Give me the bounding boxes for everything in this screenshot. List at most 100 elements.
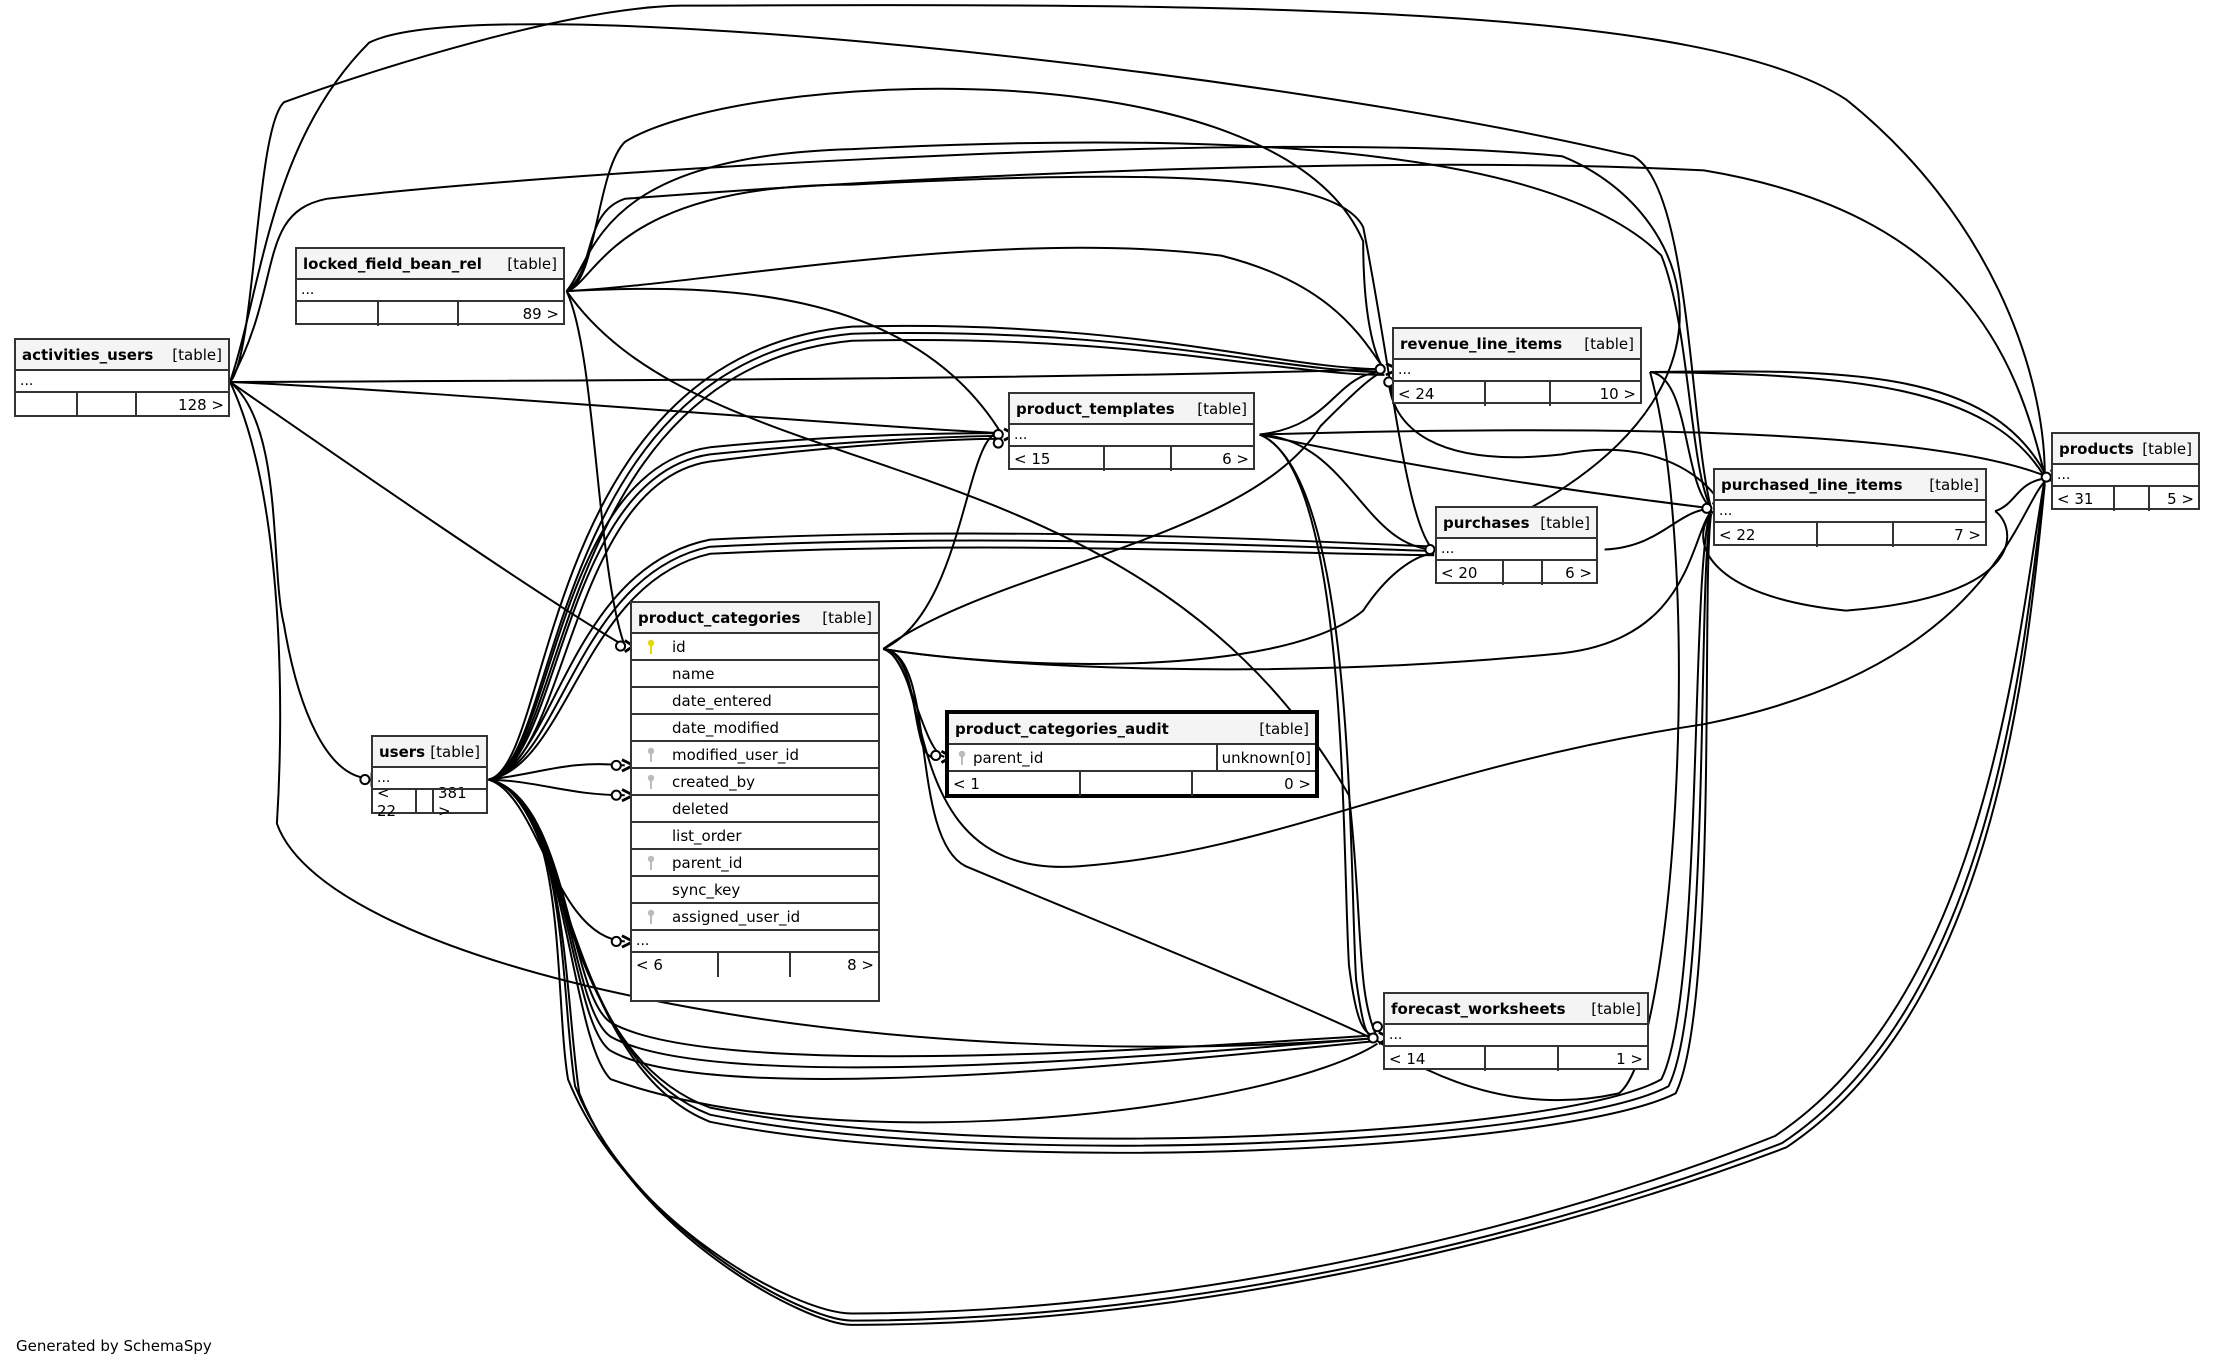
column-name: list_order [672, 826, 742, 845]
edge-users-to-purchases-3 [488, 546, 1435, 781]
parents-count[interactable]: < 20 [1437, 561, 1504, 585]
edge-users-to-revenue-line-items-3 [488, 338, 1385, 781]
children-count[interactable]: 1 > [1616, 1050, 1643, 1068]
columns-ellipsis: ... [373, 768, 486, 790]
column-row[interactable]: date_entered [632, 688, 878, 715]
children-count[interactable]: 0 > [1284, 775, 1311, 793]
parents-count[interactable]: < 1 [949, 772, 1081, 796]
columns-ellipsis: ... [1437, 539, 1596, 561]
table-name[interactable]: product_categories [638, 608, 801, 627]
table-name[interactable]: products [2059, 439, 2134, 458]
column-row[interactable]: id [632, 634, 878, 661]
parents-count[interactable]: < 6 [632, 953, 719, 977]
table-name[interactable]: revenue_line_items [1400, 334, 1563, 353]
table-locked-field-bean-rel[interactable]: locked_field_bean_rel [table] ... 89 > [295, 247, 565, 326]
foreign-key-icon [636, 747, 666, 763]
children-count[interactable]: 5 > [2167, 490, 2194, 508]
column-row[interactable]: parent_id [632, 850, 878, 877]
children-count[interactable]: 128 > [178, 396, 224, 414]
column-row[interactable]: name [632, 661, 878, 688]
edge-activities-users-to-forecast-worksheets [229, 381, 1378, 1048]
children-count[interactable]: 89 > [522, 305, 559, 323]
table-name[interactable]: purchases [1443, 513, 1530, 532]
column-row[interactable]: list_order [632, 823, 878, 850]
column-row[interactable]: created_by [632, 769, 878, 796]
column-row[interactable]: assigned_user_id [632, 904, 878, 931]
table-header: forecast_worksheets [table] [1385, 994, 1647, 1025]
table-products[interactable]: products [table] ... < 31 5 > [2051, 432, 2200, 511]
table-name[interactable]: product_categories_audit [955, 719, 1169, 738]
column-row[interactable]: parent_id unknown[0] [949, 745, 1315, 772]
parents-count[interactable]: < 15 [1010, 447, 1105, 471]
edge-product-templates-to-purchased-line [1259, 433, 1712, 510]
table-name[interactable]: forecast_worksheets [1391, 999, 1566, 1018]
column-row[interactable]: modified_user_id [632, 742, 878, 769]
columns-ellipsis: ... [1394, 360, 1640, 382]
table-footer: < 1 0 > [949, 772, 1315, 796]
parents-count[interactable]: < 14 [1385, 1047, 1486, 1071]
edge-locked-to-purchases [566, 175, 1435, 552]
edge-revenue-to-products [1650, 370, 2046, 474]
edge-activities-users-to-products [229, 4, 2046, 476]
children-count[interactable]: 7 > [1954, 526, 1981, 544]
table-product-templates[interactable]: product_templates [table] ... < 15 6 > [1008, 392, 1255, 471]
edge-revenue-to-purchased-line [1649, 371, 1712, 510]
parents-count[interactable] [16, 393, 78, 417]
table-name[interactable]: purchased_line_items [1721, 475, 1903, 494]
columns-ellipsis: ... [1010, 425, 1253, 447]
column-row[interactable]: deleted [632, 796, 878, 823]
parents-count[interactable]: < 24 [1394, 382, 1486, 406]
edge-users-to-revenue-line-items-2 [488, 331, 1385, 781]
table-purchased-line-items[interactable]: purchased_line_items [table] ... < 22 7 … [1713, 468, 1987, 547]
edge-product-templates-to-revenue [1259, 371, 1385, 436]
table-revenue-line-items[interactable]: revenue_line_items [table] ... < 24 10 > [1392, 327, 1642, 406]
children-count[interactable]: 381 > [438, 784, 467, 820]
children-count[interactable]: 8 > [847, 956, 874, 974]
edge-users-to-forecast-3 [488, 778, 1378, 1080]
table-header: purchased_line_items [table] [1715, 470, 1985, 501]
columns-ellipsis: ... [632, 931, 878, 953]
column-row[interactable]: date_modified [632, 715, 878, 742]
table-kind: [table] [1540, 513, 1590, 532]
table-purchases[interactable]: purchases [table] ... < 20 6 > [1435, 506, 1598, 585]
parents-count[interactable] [297, 302, 379, 326]
table-footer: 89 > [297, 302, 563, 326]
parents-count[interactable]: < 31 [2053, 487, 2115, 511]
table-name[interactable]: product_templates [1016, 399, 1175, 418]
table-kind: [table] [822, 608, 872, 627]
parents-count[interactable]: < 22 [373, 784, 417, 820]
edge-product-categories-to-products [882, 480, 2046, 868]
table-kind: [table] [1929, 475, 1979, 494]
table-name[interactable]: locked_field_bean_rel [303, 254, 482, 273]
edge-users-to-forecast-4 [488, 778, 1378, 1124]
table-product-categories[interactable]: product_categories [table] id name date_… [630, 601, 880, 1002]
table-name[interactable]: users [379, 742, 426, 761]
children-count[interactable]: 6 > [1222, 450, 1249, 468]
edge-users-to-product-categories-modified [488, 763, 625, 781]
footer-spacer [1818, 523, 1894, 547]
table-footer: < 6 8 > [632, 953, 878, 977]
table-forecast-worksheets[interactable]: forecast_worksheets [table] ... < 14 1 > [1383, 992, 1649, 1071]
table-header: products [table] [2053, 434, 2198, 465]
parents-count[interactable]: < 22 [1715, 523, 1818, 547]
edge-locked-to-revenue-line-items [566, 87, 1386, 370]
table-kind: [table] [1197, 399, 1247, 418]
column-name: parent_id [672, 853, 743, 872]
table-kind: [table] [1584, 334, 1634, 353]
edge-revenue-to-products-2 [1650, 371, 2046, 478]
column-name: date_modified [672, 718, 779, 737]
children-count[interactable]: 10 > [1599, 385, 1636, 403]
table-product-categories-audit[interactable]: product_categories_audit [table] parent_… [945, 710, 1319, 798]
column-row[interactable]: sync_key [632, 877, 878, 904]
table-activities-users[interactable]: activities_users [table] ... 128 > [14, 338, 230, 417]
footer-spacer [719, 953, 791, 977]
table-name[interactable]: activities_users [22, 345, 154, 364]
children-count[interactable]: 6 > [1565, 564, 1592, 582]
table-header: users [table] [373, 737, 486, 768]
column-name: deleted [672, 799, 729, 818]
columns-ellipsis: ... [16, 371, 228, 393]
columns-ellipsis: ... [2053, 465, 2198, 487]
column-name: id [672, 637, 686, 656]
table-users[interactable]: users [table] ... < 22 381 > [371, 735, 488, 820]
table-header: revenue_line_items [table] [1394, 329, 1640, 360]
